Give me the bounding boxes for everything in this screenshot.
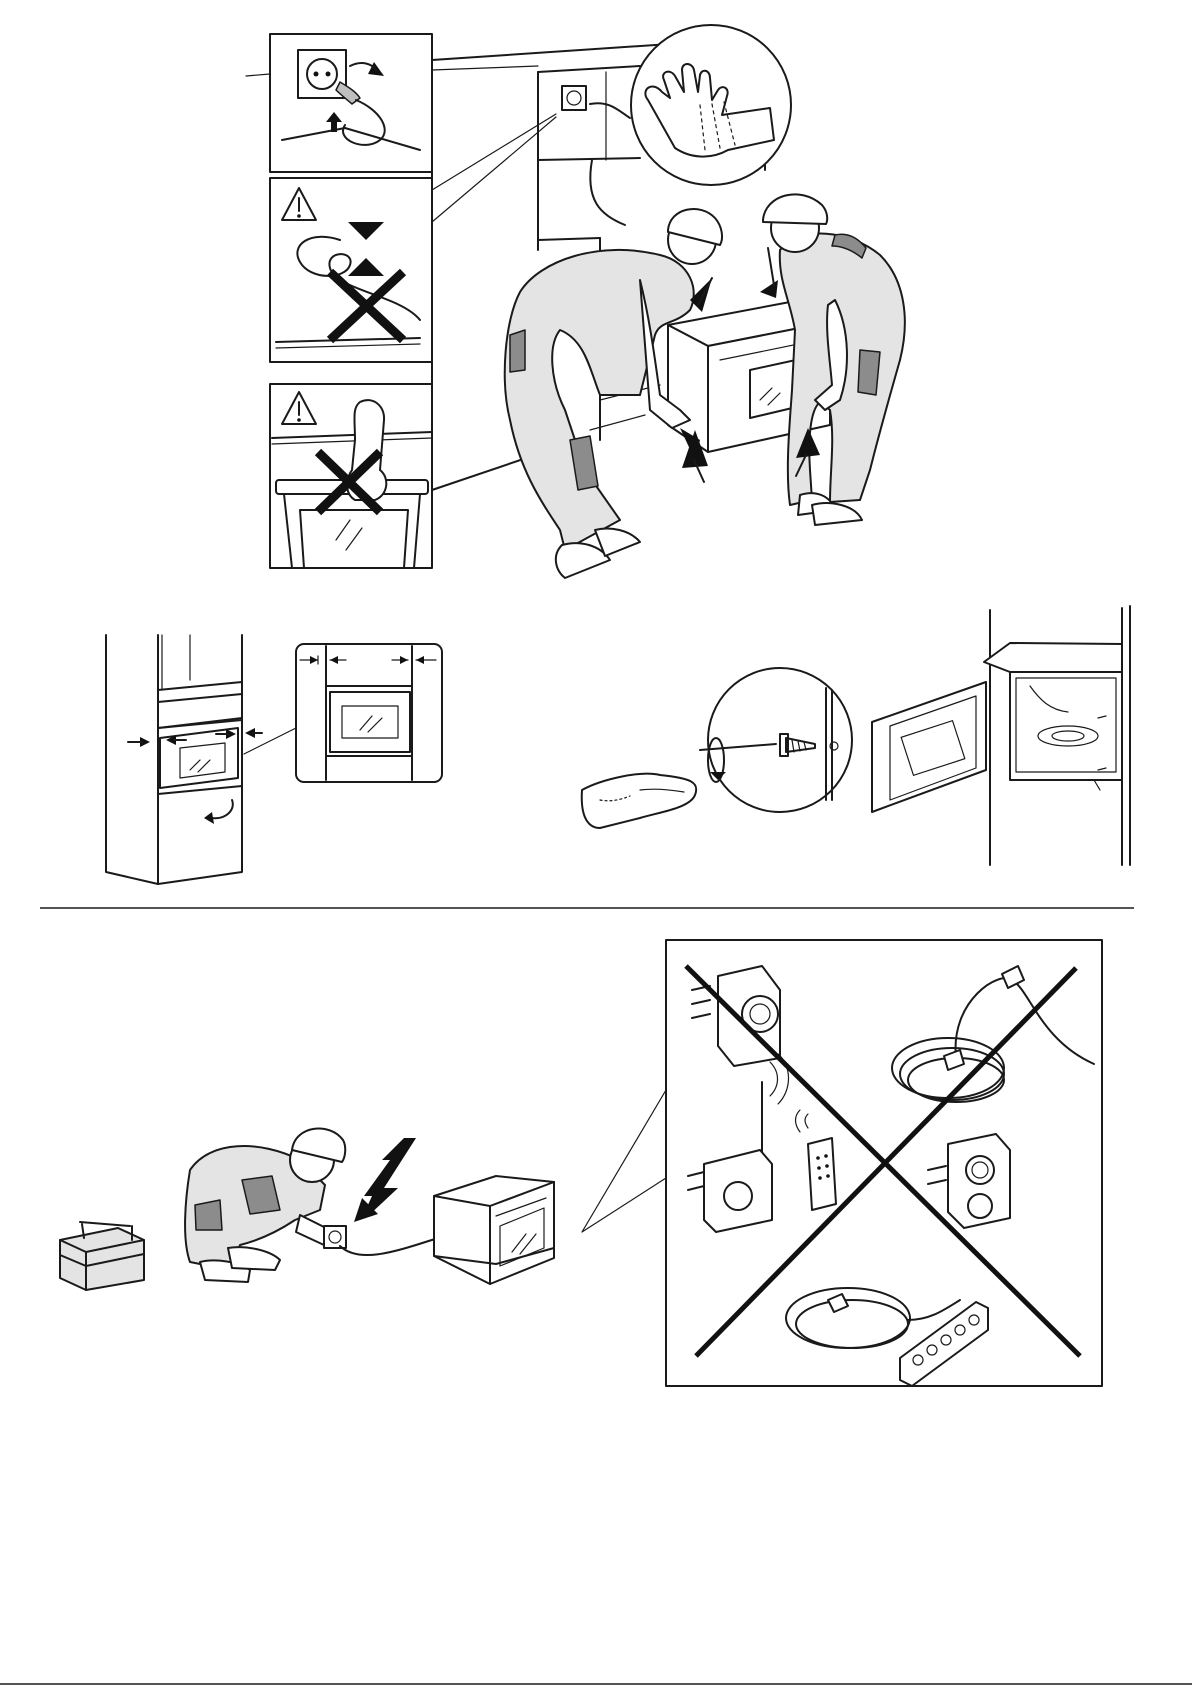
top-panel [246,25,905,578]
prohibited-accessories-panel [666,940,1102,1386]
inset-oven-centered [296,644,442,782]
screw-fixing-detail [582,668,852,828]
glove-magnifier [631,25,791,185]
inset-socket-plug [270,34,432,172]
lightning-bolt-icon [362,1138,416,1218]
middle-panel [106,606,1130,884]
callout-leader-3 [246,74,270,76]
inset-door-handle [270,384,432,568]
bottom-panel [60,940,1102,1386]
cabinet-with-oven [106,635,262,884]
callout-leader-bottom [582,1090,666,1232]
oven-installed-door-open [872,606,1130,865]
toolbox-icon [60,1222,144,1290]
inset-pinched-cable [270,178,432,362]
oven-connected [434,1176,554,1284]
